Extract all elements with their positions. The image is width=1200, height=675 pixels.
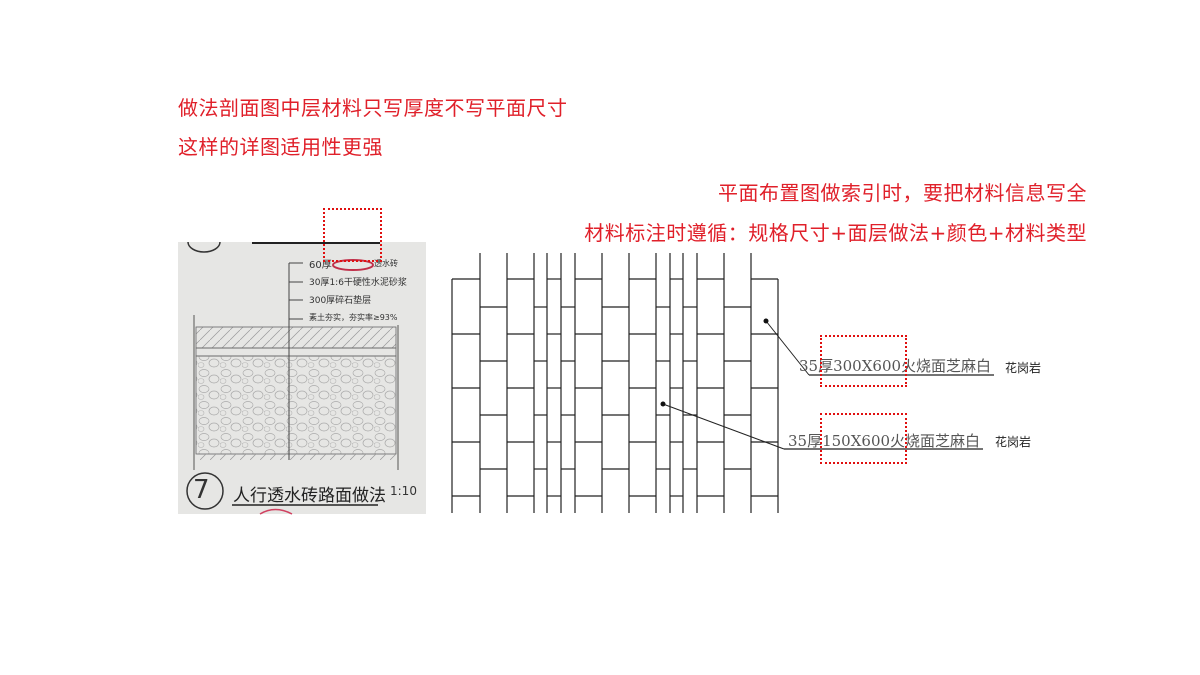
callout-label-2: 35厚150X600火烧面芝麻白 [788, 432, 981, 450]
note-section-line2: 这样的详图适用性更强 [178, 135, 383, 159]
highlight-box-callout-2 [820, 413, 907, 464]
note-section-line1: 做法剖面图中层材料只写厚度不写平面尺寸 [178, 96, 568, 120]
layer-label-4: 素土夯实，夯实率≥93% [309, 313, 398, 322]
layer-label-1b: 透水砖 [374, 259, 398, 268]
layer-label-1: 60厚 [309, 260, 332, 271]
callout-label-1: 35厚300X600火烧面芝麻白 [799, 357, 992, 375]
detail-number-circle [186, 472, 224, 510]
callout-material-2: 花岗岩 [995, 435, 1032, 449]
leader-dot [660, 401, 666, 407]
layer-label-3: 300厚碎石垫层 [309, 296, 372, 306]
highlight-box-section [323, 208, 382, 262]
highlight-box-callout-1 [820, 335, 907, 387]
note-plan-line2: 材料标注时遵循：规格尺寸+面层做法+颜色+材料类型 [584, 221, 1087, 245]
leader-dot [763, 318, 769, 324]
callout-material-1: 花岗岩 [1005, 361, 1042, 375]
layer-label-2: 30厚1:6干硬性水泥砂浆 [309, 278, 407, 288]
note-plan-line1: 平面布置图做索引时，要把材料信息写全 [718, 181, 1087, 205]
detail-scale: 1:10 [390, 484, 417, 498]
detail-title: 人行透水砖路面做法 [233, 486, 386, 506]
leader-line-2 [662, 403, 785, 450]
leader-line-1 [765, 320, 810, 376]
detail-number: 7 [193, 475, 210, 505]
